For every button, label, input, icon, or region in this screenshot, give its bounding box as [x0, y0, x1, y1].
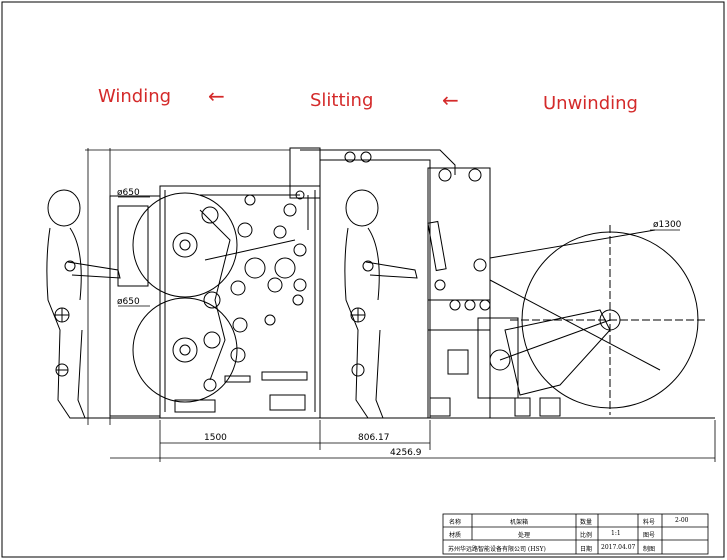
roll-lower-diameter: ø650 [117, 297, 140, 307]
roll-upper-diameter: ø650 [117, 188, 140, 198]
tb-date-label: 日期 [580, 546, 593, 553]
tb-drafter-label: 制图 [643, 546, 656, 553]
tb-date-value: 2017.04.07 [601, 544, 636, 551]
length-winding-dimension: 1500 [204, 433, 227, 443]
roll-unwind-diameter: ø1300 [653, 220, 682, 230]
tb-quantity-label: 数量 [580, 519, 593, 526]
flow-arrow-left-icon: ← [442, 88, 459, 112]
stage-slitting-label: Slitting [310, 90, 374, 111]
tb-scale-value: 1:1 [611, 530, 621, 537]
tb-part-no-label: 料号 [643, 519, 656, 526]
tb-company: 苏州华远路智能设备有限公司 (HSY) [448, 546, 546, 553]
dimension-lines [85, 148, 716, 462]
stage-winding-label: Winding [98, 86, 172, 107]
unwinding-section [427, 167, 705, 419]
tb-name-value: 机架箱 [510, 519, 529, 526]
winding-operator-figure [46, 189, 121, 419]
tb-part-no-value: 2-00 [675, 517, 689, 524]
tb-material-label: 材质 [449, 532, 462, 539]
length-total-dimension: 4256.9 [390, 448, 422, 458]
title-block-grid [442, 513, 709, 555]
flow-arrow-left-icon: ← [208, 84, 225, 108]
tb-scale-label: 比例 [580, 532, 593, 539]
tb-name-label: 名称 [449, 519, 462, 526]
tb-drawing-no-label: 图号 [643, 532, 656, 539]
lower-winding-roll [132, 297, 238, 403]
length-slitting-dimension: 806.17 [358, 433, 390, 443]
tb-treatment-label: 处理 [518, 532, 531, 539]
winding-frame [109, 185, 321, 419]
stage-unwinding-label: Unwinding [543, 93, 638, 114]
slitting-operator-figure [344, 189, 418, 419]
upper-winding-roll [132, 192, 238, 298]
